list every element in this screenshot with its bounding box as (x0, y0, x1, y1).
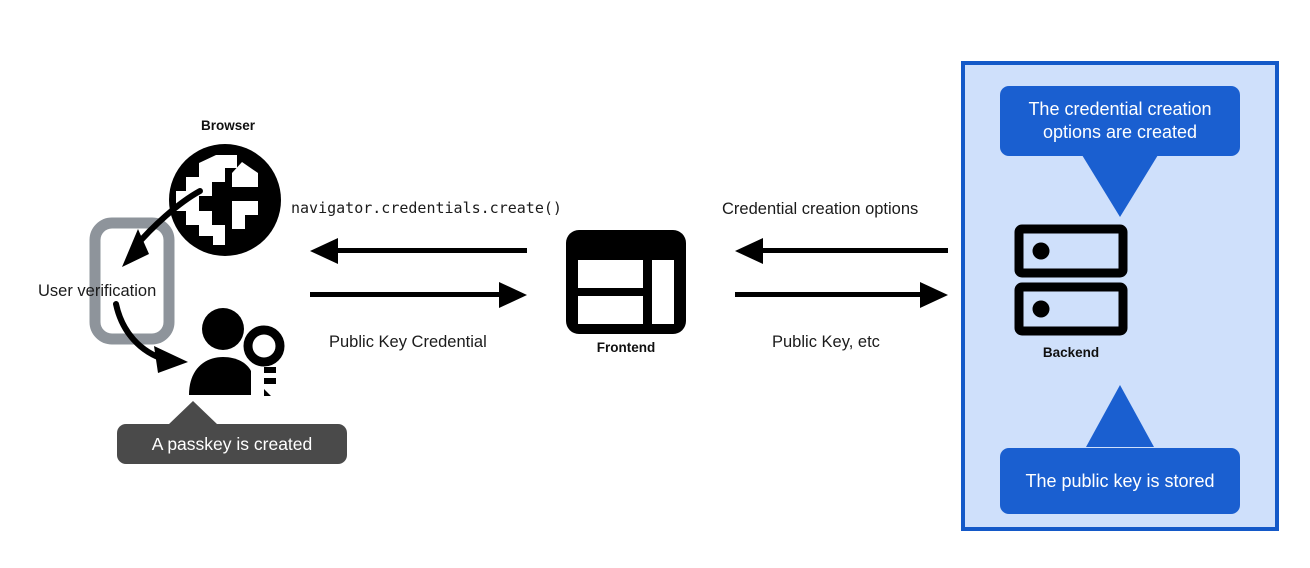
tooltip-public-key-stored: The public key is stored (1000, 448, 1240, 514)
message-public-key-etc: Public Key, etc (772, 333, 880, 351)
arrow-head-left (735, 238, 763, 264)
backend-label: Backend (1042, 345, 1100, 360)
web-layout-icon (566, 230, 686, 334)
arrow-shaft (735, 292, 921, 297)
arrow-head-left (310, 238, 338, 264)
tooltip-public-key-stored-text: The public key is stored (1000, 448, 1240, 514)
tooltip-credential-options-created: The credential creation options are crea… (1000, 86, 1240, 156)
arrow-phone-to-user (108, 300, 213, 380)
tooltip-passkey-created-tail (168, 401, 218, 425)
tooltip-credential-options-created-text: The credential creation options are crea… (1000, 86, 1240, 156)
user-verification-label: User verification (38, 282, 157, 300)
tooltip-passkey-created: A passkey is created (117, 424, 347, 464)
arrow-head-right (920, 282, 948, 308)
frontend-label: Frontend (596, 340, 656, 355)
tooltip-passkey-created-text: A passkey is created (117, 424, 347, 464)
browser-label: Browser (200, 118, 256, 133)
message-navigator-credentials-create: navigator.credentials.create() (291, 199, 562, 217)
arrow-shaft (762, 248, 948, 253)
tooltip-public-key-stored-tail (1086, 385, 1154, 447)
message-public-key-credential: Public Key Credential (329, 333, 487, 351)
arrow-browser-to-phone (100, 185, 210, 280)
server-rack-icon (1014, 224, 1128, 336)
globe-icon (166, 141, 284, 259)
arrow-head-right (499, 282, 527, 308)
message-credential-creation-options: Credential creation options (722, 200, 919, 218)
arrow-shaft (337, 248, 527, 253)
tooltip-credential-options-tail (1082, 155, 1158, 217)
arrow-shaft (310, 292, 500, 297)
person-with-key-icon (189, 307, 289, 399)
